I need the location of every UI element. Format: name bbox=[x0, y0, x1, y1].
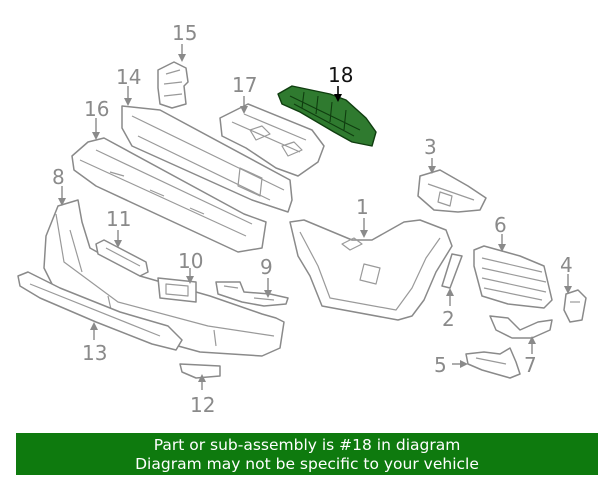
part-14-reinforcement[interactable] bbox=[121, 105, 293, 213]
callout-6: 6 bbox=[494, 213, 507, 237]
part-4-small-bracket[interactable] bbox=[563, 289, 587, 323]
callout-8: 8 bbox=[52, 165, 65, 189]
callout-11: 11 bbox=[106, 207, 131, 231]
info-banner: Part or sub-assembly is #18 in diagram D… bbox=[16, 433, 598, 475]
callout-3: 3 bbox=[424, 135, 437, 159]
part-3-side-bracket[interactable] bbox=[417, 169, 487, 213]
banner-line-1: Part or sub-assembly is #18 in diagram bbox=[153, 436, 461, 454]
part-13-lower-lip[interactable] bbox=[17, 271, 183, 351]
callout-7: 7 bbox=[524, 353, 537, 377]
banner-line-2: Diagram may not be specific to your vehi… bbox=[135, 455, 479, 473]
callout-16: 16 bbox=[84, 97, 109, 121]
part-17-center-bracket[interactable] bbox=[219, 103, 325, 177]
part-18-highlighted[interactable] bbox=[277, 85, 377, 147]
part-10-plate[interactable] bbox=[157, 277, 197, 303]
part-1-bumper-cover[interactable] bbox=[289, 219, 453, 321]
part-7-garnish[interactable] bbox=[489, 315, 553, 339]
callout-5: 5 bbox=[434, 353, 447, 377]
callout-18: 18 bbox=[328, 63, 353, 87]
part-9-bracket[interactable] bbox=[215, 281, 289, 307]
callout-9: 9 bbox=[260, 255, 273, 279]
callout-2: 2 bbox=[442, 307, 455, 331]
callout-15: 15 bbox=[172, 21, 197, 45]
part-12-trim[interactable] bbox=[179, 363, 221, 379]
part-16-absorber[interactable] bbox=[71, 137, 267, 253]
callout-12: 12 bbox=[190, 393, 215, 417]
callout-1: 1 bbox=[356, 195, 369, 219]
callout-14: 14 bbox=[116, 65, 141, 89]
callout-4: 4 bbox=[560, 253, 573, 277]
part-6-side-grille[interactable] bbox=[473, 245, 553, 309]
callout-10: 10 bbox=[178, 249, 203, 273]
callout-17: 17 bbox=[232, 73, 257, 97]
callout-13: 13 bbox=[82, 341, 107, 365]
part-5-bracket[interactable] bbox=[465, 347, 521, 379]
part-2-reflector[interactable] bbox=[441, 253, 463, 289]
part-11-insert[interactable] bbox=[95, 239, 149, 277]
part-15-bracket[interactable] bbox=[157, 61, 189, 109]
